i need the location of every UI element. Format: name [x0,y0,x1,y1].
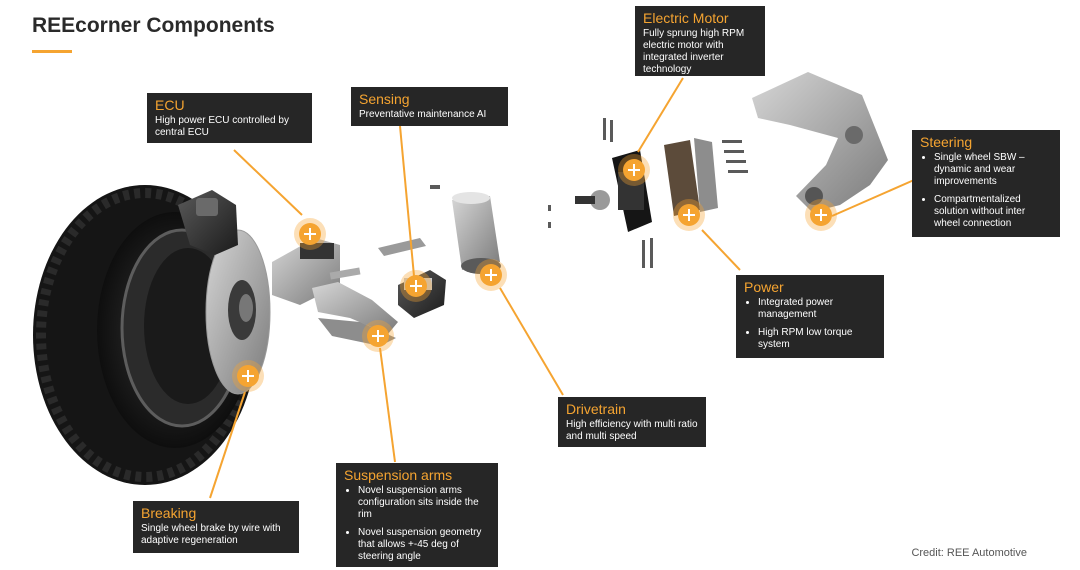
plus-icon [485,269,497,281]
callout-power: Power Integrated power management High R… [736,275,884,358]
plus-icon [372,330,384,342]
hotspot-sensing[interactable] [400,270,432,302]
callout-title: Drivetrain [566,401,626,417]
callout-electric-motor: Electric Motor Fully sprung high RPM ele… [635,6,765,76]
callout-description: Fully sprung high RPM electric motor wit… [643,28,745,75]
callout-title: Power [744,279,784,295]
callout-drivetrain: Drivetrain High efficiency with multi ra… [558,397,706,447]
plus-icon [815,209,827,221]
steering-part [752,72,888,212]
callout-title: Suspension arms [344,467,453,483]
callout-breaking: Breaking Single wheel brake by wire with… [133,501,299,553]
callout-suspension-arms: Suspension arms Novel suspension arms co… [336,463,498,567]
hotspot-drivetrain[interactable] [475,259,507,291]
title-underline [32,50,72,53]
callout-bullet: Compartmentalized solution without inter… [934,194,1052,230]
drivetrain-part [452,192,501,274]
callout-title: Sensing [359,91,410,107]
callout-description: High power ECU controlled by central ECU [155,115,289,138]
callout-sensing: Sensing Preventative maintenance AI [351,87,508,126]
plus-icon [242,370,254,382]
callout-title: Breaking [141,505,197,521]
brake-disc [205,229,271,395]
hotspot-breaking[interactable] [232,360,264,392]
power-part [664,138,718,216]
callout-steering: Steering Single wheel SBW – dynamic and … [912,130,1060,237]
image-credit: Credit: REE Automotive [911,547,1027,559]
callout-title: Electric Motor [643,10,729,26]
plus-icon [304,228,316,240]
callout-bullet: Single wheel SBW – dynamic and wear impr… [934,152,1052,188]
callout-description: High efficiency with multi ratio and mul… [566,419,698,442]
brake-caliper [178,190,238,255]
callout-title: ECU [155,97,185,113]
plus-icon [683,209,695,221]
small-parts [430,118,748,268]
hotspot-power[interactable] [673,199,705,231]
plus-icon [410,280,422,292]
callout-bullet: Novel suspension geometry that allows +-… [358,527,490,563]
callout-bullet: Novel suspension arms configuration sits… [358,485,490,521]
callout-bullet: High RPM low torque system [758,327,876,351]
callout-ecu: ECU High power ECU controlled by central… [147,93,312,143]
callout-description: Single wheel brake by wire with adaptive… [141,523,281,546]
hotspot-electric-motor[interactable] [618,154,650,186]
plus-icon [628,164,640,176]
hotspot-ecu[interactable] [294,218,326,250]
callout-title: Steering [920,134,973,150]
callout-bullet: Integrated power management [758,297,876,321]
hotspot-suspension-arms[interactable] [362,320,394,352]
leader-lines [209,77,915,499]
hotspot-steering[interactable] [805,199,837,231]
callout-description: Preventative maintenance AI [359,109,487,120]
page-title: REEcorner Components [32,14,275,37]
